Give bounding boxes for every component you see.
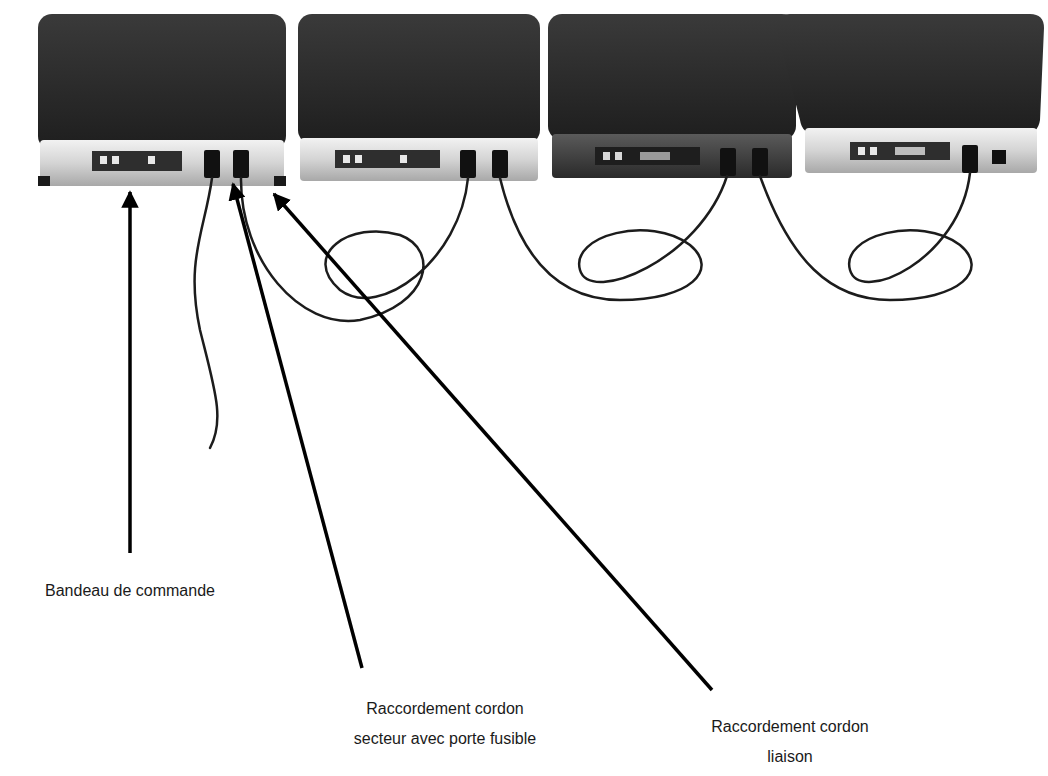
device-top [548, 14, 796, 140]
link-plug [233, 150, 249, 178]
control-button [355, 155, 362, 163]
callout-label: Raccordement cordon secteur avec porte f… [345, 694, 545, 754]
device-top [38, 14, 286, 150]
control-strip [595, 147, 700, 165]
leader-arrow [233, 184, 362, 668]
control-strip [92, 151, 182, 171]
device-unit [548, 14, 796, 178]
power-plug [962, 145, 978, 173]
device-top [298, 14, 540, 144]
control-display [895, 147, 925, 155]
device-front [552, 134, 792, 178]
control-button [112, 156, 119, 164]
device-front [40, 140, 284, 186]
leader-arrow [274, 194, 712, 690]
device-unit [298, 14, 540, 181]
device-front [805, 128, 1037, 173]
device-unit [776, 14, 1044, 173]
link-plug [752, 148, 768, 176]
callout-label: Bandeau de commande [0, 576, 260, 606]
control-strip [850, 142, 950, 160]
device-front [300, 138, 538, 181]
leader-arrow [128, 192, 132, 553]
device-foot [38, 176, 50, 186]
power-plug [720, 148, 736, 176]
control-strip [335, 150, 440, 168]
device-foot [274, 176, 286, 186]
control-button [603, 152, 610, 160]
control-button [148, 156, 155, 164]
power-plug [460, 150, 476, 178]
control-button [858, 147, 865, 155]
callout-label: Raccordement cordon liaison [705, 712, 875, 772]
link-socket [992, 150, 1006, 164]
device-unit [38, 14, 286, 186]
control-display [640, 152, 670, 160]
power-plug [204, 150, 220, 178]
control-button [615, 152, 622, 160]
link-plug [492, 150, 508, 178]
control-button [870, 147, 877, 155]
link-cable [500, 176, 727, 300]
control-button [100, 156, 107, 164]
leader-arrows [130, 184, 712, 690]
link-cable [760, 173, 972, 300]
control-button [400, 155, 407, 163]
device-top [776, 14, 1044, 134]
power-cable [195, 178, 218, 448]
link-cable [241, 178, 468, 321]
cables [195, 173, 972, 448]
control-button [343, 155, 350, 163]
